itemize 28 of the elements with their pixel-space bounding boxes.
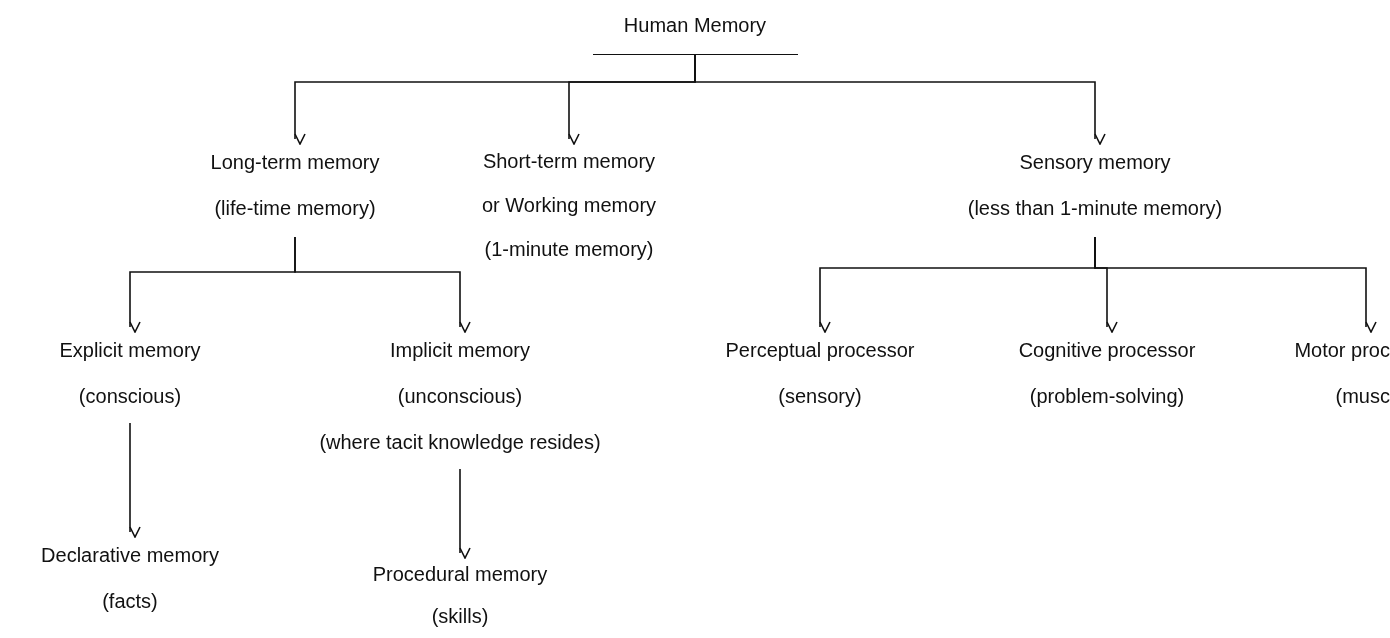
node-subtitle: or Working memory bbox=[481, 193, 657, 218]
node-title: Long-term memory bbox=[210, 150, 380, 175]
node-title: Cognitive processor bbox=[1018, 338, 1196, 363]
node-title: Perceptual processor bbox=[725, 338, 915, 363]
node-subtitle: (unconscious) bbox=[397, 384, 523, 409]
node-subtitle: (life-time memory) bbox=[214, 196, 376, 221]
node-title: Human Memory bbox=[623, 13, 767, 38]
node-subtitle: (sensory) bbox=[778, 384, 862, 409]
node-subtitle: (conscious) bbox=[78, 384, 182, 409]
node-subtitle: (where tacit knowledge resides) bbox=[319, 430, 601, 455]
node-title: Short-term memory bbox=[482, 149, 656, 174]
node-subtitle: (problem-solving) bbox=[1029, 384, 1185, 409]
connector-arrow bbox=[1094, 236, 1377, 333]
node-subtitle: (facts) bbox=[102, 589, 158, 614]
node-title: Explicit memory bbox=[59, 338, 201, 363]
node-subtitle: (skills) bbox=[431, 604, 489, 629]
connector-arrow bbox=[459, 468, 471, 559]
connector-arrow bbox=[694, 54, 1106, 145]
node-subtitle: (less than 1-minute memory) bbox=[967, 196, 1223, 221]
node-title: Declarative memory bbox=[41, 543, 219, 568]
node-title: Implicit memory bbox=[390, 338, 530, 363]
node-subtitle: (1-minute memory) bbox=[484, 237, 654, 262]
connector-arrow bbox=[129, 422, 141, 538]
node-title: Procedural memory bbox=[372, 562, 548, 587]
connector-arrow bbox=[294, 236, 471, 333]
node-title: Motor proc bbox=[1294, 338, 1390, 363]
node-subtitle: (musc bbox=[1335, 384, 1390, 409]
node-title: Sensory memory bbox=[1019, 150, 1171, 175]
